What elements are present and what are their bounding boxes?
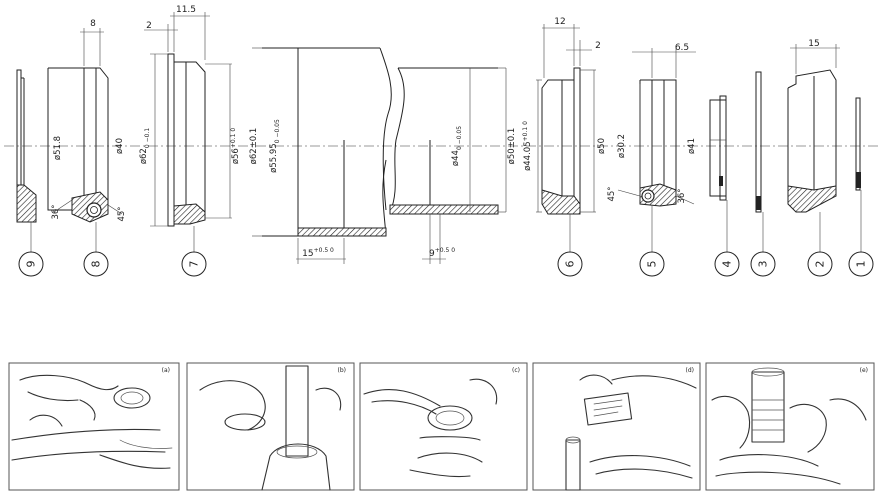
dim-d55-95: ø55.950 −0.05 (269, 119, 281, 173)
dim-d44-label: ø44 (451, 150, 461, 166)
part-8-number: 8 (90, 261, 103, 268)
dim-angle-45-b: 45° (607, 186, 617, 201)
dim-tube-left-tolerance: +0.5 0 (314, 247, 334, 254)
panel-d-label: (d) (686, 367, 695, 374)
part-7-callout-circle (181, 251, 207, 277)
part-1-number: 1 (855, 261, 868, 268)
dim-tube-right-depth: 9+0.5 0 (429, 247, 455, 259)
part-4-compression-ring (709, 95, 727, 201)
part-3-number: 3 (757, 261, 770, 268)
part-9-number: 9 (25, 261, 38, 268)
part-2-number: 2 (814, 261, 827, 268)
dim-d56-tolerance: +0.1 0 (230, 128, 237, 148)
dim-part7-width: 11.5 (176, 5, 196, 15)
part-1-bolt-cap (855, 97, 861, 191)
part-4-number: 4 (721, 261, 734, 268)
dim-d62-label: ø62 (139, 148, 149, 164)
dim-d56-label: ø56 (231, 148, 241, 164)
dim-d41: ø41 (687, 138, 697, 154)
dim-d62-tolerance: 0 −0.1 (144, 128, 151, 148)
dim-angle-36-a: 36° (51, 204, 61, 219)
instruction-panel-e: (e) (705, 362, 875, 491)
head-tube-section (252, 47, 507, 237)
dim-angle-45-a: 45° (117, 206, 127, 221)
instruction-panel-d: (d) (532, 362, 701, 491)
dim-d44: ø440 −0.05 (451, 126, 463, 166)
part-7-number: 7 (188, 261, 201, 268)
part-4-callout-circle (714, 251, 740, 277)
dim-d40: ø40 (115, 138, 125, 154)
instruction-panel-a: (a) (8, 362, 180, 491)
dim-part5-width: 6.5 (675, 43, 689, 53)
part-9-callout-circle (18, 251, 44, 277)
dim-d30-2: ø30.2 (617, 134, 627, 158)
dim-part2-width: 15 (808, 39, 819, 49)
part-5-callout-circle (639, 251, 665, 277)
part-2-top-cap (787, 69, 837, 213)
dim-d44-05: ø44.05+0.1 0 (522, 121, 533, 171)
dim-tube-left-depth: 15+0.5 0 (302, 247, 334, 259)
dim-part7-lip: 2 (146, 21, 152, 31)
dim-tube-right-tolerance: +0.5 0 (435, 247, 455, 254)
panel-b-label: (b) (338, 367, 347, 374)
part-6-callout-circle (557, 251, 583, 277)
dim-d55-95-tolerance: 0 −0.05 (274, 119, 281, 143)
part-7-crown-race (150, 53, 232, 227)
part-8-callout-circle (83, 251, 109, 277)
part-5-lower-bearing (617, 79, 695, 207)
part-3-spacer (755, 71, 762, 213)
dim-d56: ø56+0.1 0 (230, 128, 241, 165)
part-5-number: 5 (646, 261, 659, 268)
part-3-callout-circle (750, 251, 776, 277)
part-6-number: 6 (564, 261, 577, 268)
instruction-panel-c: (c) (359, 362, 528, 491)
panel-e-label: (e) (860, 367, 868, 374)
part-1-callout-circle (848, 251, 874, 277)
panel-c-label: (c) (512, 367, 520, 374)
dim-part8-width: 8 (90, 19, 96, 29)
instruction-panel-b: (b) (186, 362, 355, 491)
dim-part6-width: 12 (554, 17, 565, 27)
dim-tube-left-depth-label: 15 (302, 249, 313, 259)
dim-d44-05-tolerance: +0.1 0 (522, 121, 529, 141)
dim-d44-05-label: ø44.05 (523, 141, 533, 171)
part-8-bearing (47, 67, 123, 223)
dim-d55-95-label: ø55.95 (269, 143, 279, 173)
dim-part6-lip: 2 (595, 41, 601, 51)
dim-d51-8: ø51.8 (53, 136, 63, 160)
part-2-callout-circle (807, 251, 833, 277)
panel-a-label: (a) (162, 367, 170, 374)
dim-d50-head-tube: ø50±0.1 (507, 128, 517, 165)
dim-angle-36-b: 36° (677, 188, 687, 203)
dim-d62: ø620 −0.1 (139, 128, 151, 165)
part-9-dust-cap (16, 69, 37, 223)
dim-d44-tolerance: 0 −0.05 (456, 126, 463, 150)
dim-d62-head-tube: ø62±0.1 (249, 128, 259, 165)
dim-tube-right-depth-label: 9 (429, 249, 435, 259)
dim-d50: ø50 (597, 138, 607, 154)
part-6-lower-cup (536, 67, 596, 215)
